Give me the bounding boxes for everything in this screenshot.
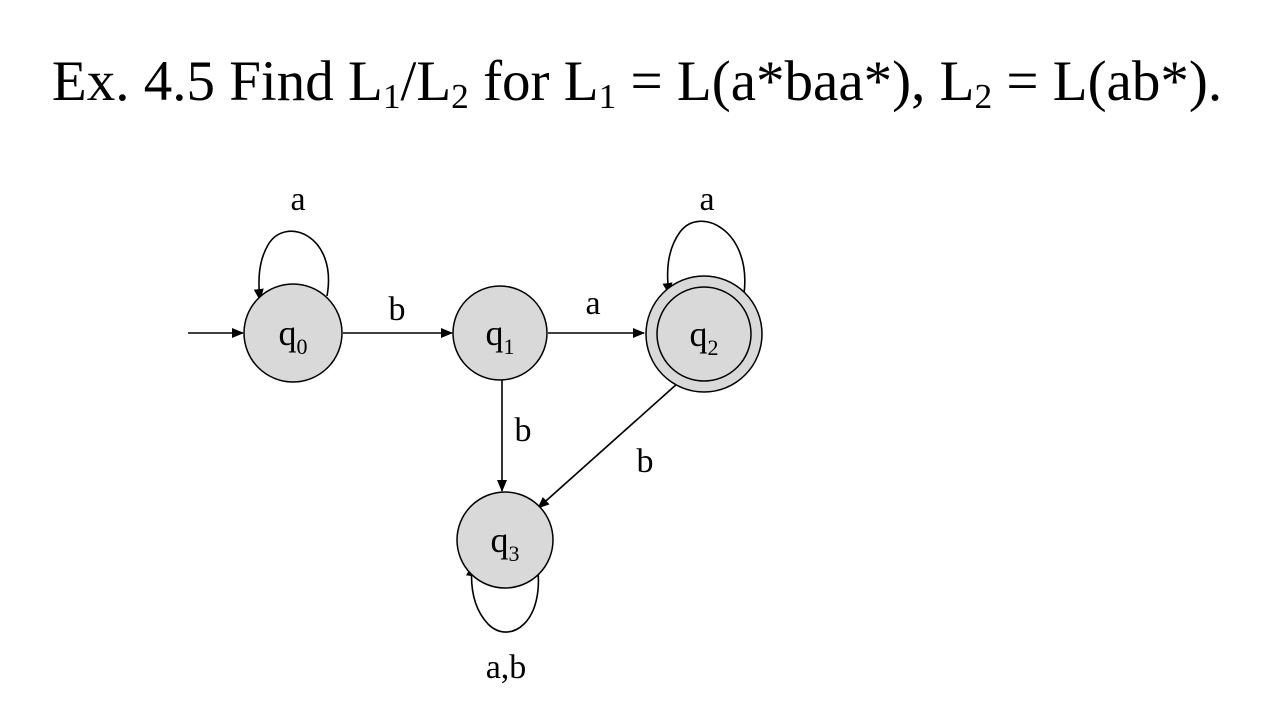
- title-text-part: /L: [400, 50, 452, 113]
- state-q0-label: q0: [279, 313, 308, 359]
- state-q3-label: q3: [491, 520, 520, 566]
- title-text-part: = L(ab*).: [992, 50, 1223, 113]
- edge-q2-q3: [537, 382, 679, 509]
- edge-q2-q2: [662, 220, 746, 295]
- title-subscript: 1: [382, 76, 401, 116]
- state-q2-label: q2: [690, 314, 719, 360]
- edge-label-q2-q3: b: [637, 443, 654, 480]
- edge-label-q0-q0: a: [290, 181, 305, 218]
- state-q1-circle: [452, 285, 548, 381]
- title-text-part: for L: [468, 50, 599, 113]
- slide-title: Ex. 4.5 Find L1/L2 for L1 = L(a*baa*), L…: [0, 44, 1274, 120]
- title-text-part: = L(a*baa*), L: [616, 50, 975, 113]
- state-q2-inner-circle: [656, 286, 752, 382]
- state-q3-circle: [456, 491, 554, 589]
- title-subscript: 2: [451, 76, 469, 116]
- edge-label-q1-q3: b: [515, 412, 532, 449]
- edge-label-q2-q2: a: [699, 181, 714, 218]
- edge-label-q1-q2: a: [585, 285, 600, 322]
- title-subscript: 1: [598, 76, 617, 116]
- state-q0-circle: [243, 283, 343, 383]
- state-q1-label: q1: [486, 313, 515, 359]
- edge-label-q0-q1: b: [389, 291, 406, 328]
- state-q3: q3: [456, 491, 554, 589]
- title-text-part: Ex. 4.5 Find L: [51, 50, 383, 113]
- title-subscript: 2: [974, 76, 993, 116]
- state-q2: q2: [645, 275, 763, 393]
- edge-q0-q0: [253, 230, 330, 301]
- edge-q3-q3: [466, 562, 540, 633]
- state-q1: q1: [452, 285, 548, 381]
- state-q0: q0: [243, 283, 343, 383]
- edge-label-q3-q3: a,b: [486, 649, 527, 686]
